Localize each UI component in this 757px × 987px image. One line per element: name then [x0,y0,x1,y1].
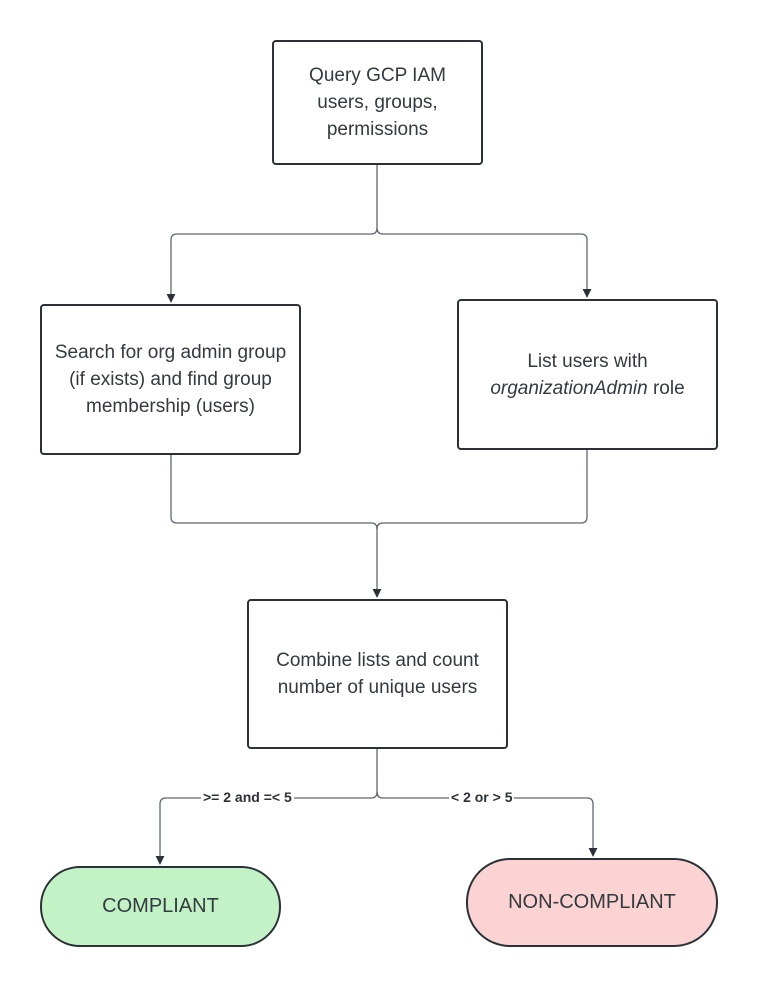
search-admin-group-text: Search for org admin group (if exists) a… [54,342,287,417]
connector-search-merge [170,455,382,598]
search-admin-group-node: Search for org admin group (if exists) a… [40,304,301,455]
connector-split-right [376,227,592,298]
noncompliant-label: NON-COMPLIANT [508,891,676,913]
compliant-terminal: COMPLIANT [40,866,281,947]
noncompliant-terminal: NON-COMPLIANT [466,858,718,947]
noncompliant-condition-label: < 2 or > 5 [449,789,515,805]
list-users-line1: List users with [527,350,648,372]
compliant-label: COMPLIANT [102,895,219,917]
query-iam-node: Query GCP IAM users, groups, permissions [272,40,483,165]
list-org-admin-users-text: List users with organizationAdmin role [490,348,684,402]
combine-lists-text: Combine lists and count number of unique… [276,650,479,698]
compliant-condition-label: >= 2 and =< 5 [201,789,294,805]
role-suffix: role [647,377,685,399]
connector-combine-compliant [155,748,378,865]
connector-list-merge [376,449,588,530]
combine-lists-node: Combine lists and count number of unique… [247,599,508,749]
list-org-admin-users-node: List users with organizationAdmin role [457,299,718,450]
connector-combine-noncompliant [376,791,598,857]
query-iam-text: Query GCP IAM users, groups, permissions [309,65,446,140]
connector-query-split [166,164,378,303]
role-name: organizationAdmin [490,377,648,399]
